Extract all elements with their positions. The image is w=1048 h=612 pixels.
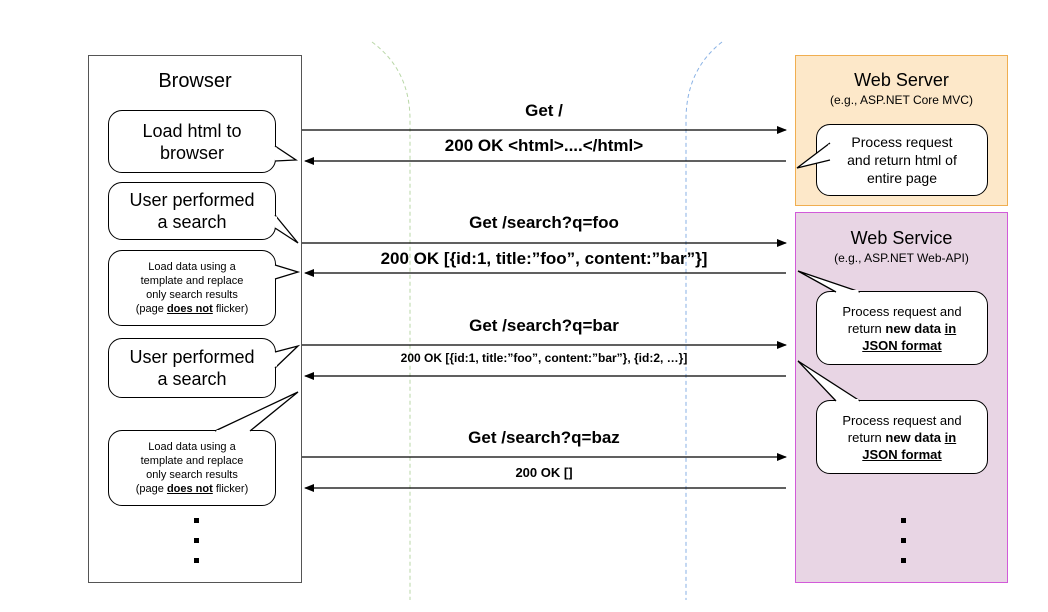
bubble-line: only search results [146, 289, 238, 301]
bubble-text: flicker) [212, 303, 249, 315]
bubble-text: (page [135, 483, 167, 495]
message-get-baz: Get /search?q=baz [468, 428, 620, 447]
browser-ellipsis-dot [194, 518, 199, 523]
message-get-foo: Get /search?q=foo [469, 213, 619, 232]
bubble-emphasis: in [944, 320, 957, 336]
web-service-bubble-1: Process request and return new data in J… [816, 291, 988, 365]
bubble-line: Process request [851, 134, 953, 150]
web-service-title: Web Service [850, 228, 953, 248]
message-get-bar: Get /search?q=bar [469, 316, 619, 335]
message-get-root: Get / [525, 101, 563, 120]
bubble-line: template and replace [140, 455, 244, 467]
bubble-line: User performed [129, 190, 255, 210]
bubble-line: (page does not flicker) [136, 302, 249, 316]
message-ok-foo: 200 OK [{id:1, title:”foo”, content:”bar… [380, 249, 708, 268]
bubble-line: (page does not flicker) [136, 482, 249, 496]
bubble-emphasis: new data [885, 429, 941, 445]
browser-title: Browser [158, 70, 232, 92]
bubble-line: JSON format [862, 446, 942, 462]
bubble-line: User performed [129, 347, 255, 367]
browser-ellipsis-dot [194, 558, 199, 563]
bubble-emphasis: does not [166, 303, 213, 315]
bubble-emphasis: new data [885, 320, 941, 336]
bubble-line: a search [157, 212, 227, 232]
web-service-ellipsis-dot [901, 558, 906, 563]
bubble-line: Process request and [842, 303, 962, 319]
bubble-line: return new data in [842, 320, 961, 337]
web-service-subtitle: (e.g., ASP.NET Web-API) [834, 251, 969, 265]
bubble-line: Load html to [142, 120, 242, 141]
browser-bubble-user-search-2: User performed a search [108, 338, 276, 398]
bubble-text: (page [135, 303, 167, 315]
bubble-line: JSON format [862, 337, 942, 353]
web-server-bubble: Process request and return html of entir… [816, 124, 988, 196]
web-service-bubble-2: Process request and return new data in J… [816, 400, 988, 474]
message-ok-baz: 200 OK [] [515, 465, 573, 480]
message-ok-bar: 200 OK [{id:1, title:”foo”, content:”bar… [400, 351, 688, 365]
bubble-line: Load data using a [148, 441, 236, 453]
web-service-panel [795, 212, 1008, 583]
web-service-ellipsis-dot [901, 518, 906, 523]
bubble-text: return [847, 429, 886, 445]
bubble-line: a search [157, 369, 227, 389]
browser-bubble-load-data-1: Load data using a template and replace o… [108, 250, 276, 326]
browser-ellipsis-dot [194, 538, 199, 543]
web-service-ellipsis-dot [901, 538, 906, 543]
bubble-line: return new data in [842, 429, 961, 446]
bubble-line: Load data using a [148, 261, 236, 273]
web-server-subtitle: (e.g., ASP.NET Core MVC) [830, 93, 973, 107]
bubble-emphasis: in [944, 429, 957, 445]
bubble-text: return [847, 320, 886, 336]
browser-bubble-load-html: Load html to browser [108, 110, 276, 173]
bubble-line: template and replace [140, 275, 244, 287]
bubble-text: flicker) [212, 483, 249, 495]
bubble-emphasis: does not [166, 483, 213, 495]
browser-bubble-load-data-2: Load data using a template and replace o… [108, 430, 276, 506]
bubble-line: browser [159, 142, 225, 163]
browser-bubble-user-search-1: User performed a search [108, 182, 276, 240]
bubble-line: only search results [146, 469, 238, 481]
bubble-line: Process request and [842, 412, 962, 428]
bubble-line: entire page [866, 170, 938, 186]
message-ok-html: 200 OK <html>....</html> [444, 136, 644, 155]
web-server-title: Web Server [854, 70, 949, 90]
bubble-line: and return html of [847, 152, 957, 168]
